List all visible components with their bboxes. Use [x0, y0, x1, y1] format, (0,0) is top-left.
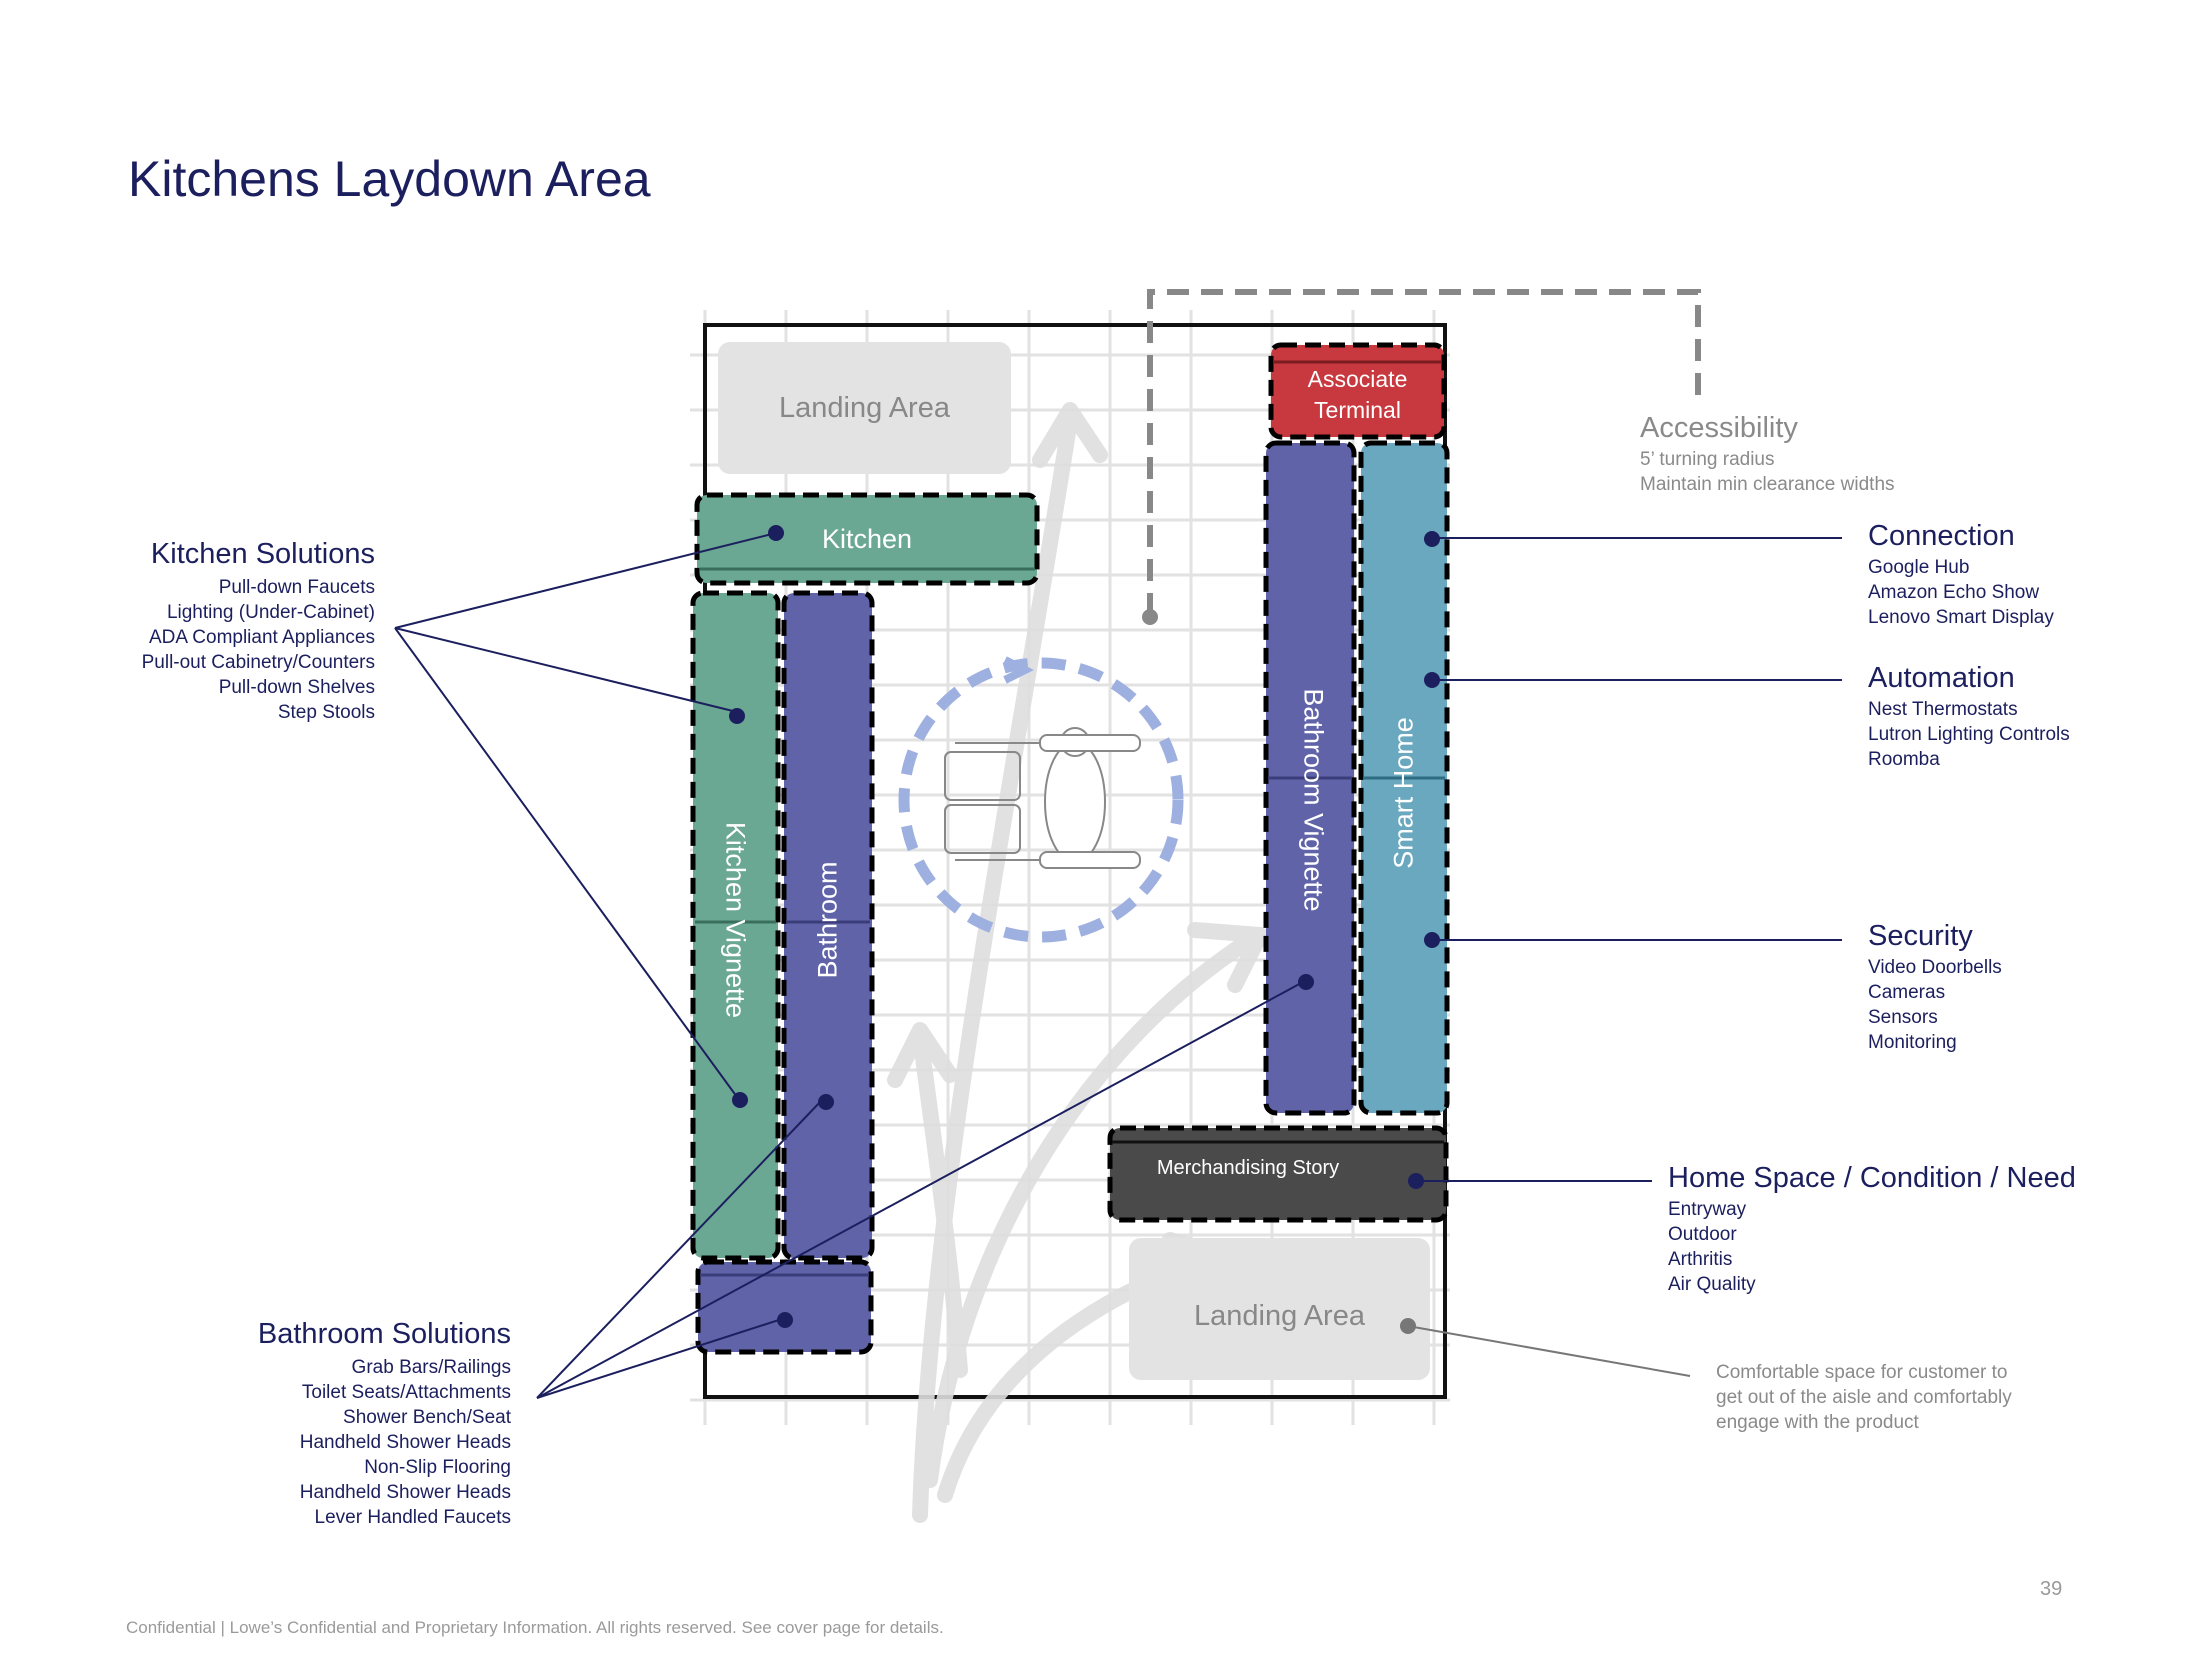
landing-note-line: Comfortable space for customer to: [1716, 1362, 2008, 1383]
accessibility-callout: Accessibility 5’ turning radius Maintain…: [1640, 412, 1895, 497]
dot-merchandising: [1408, 1173, 1424, 1189]
home-space-item: Entryway: [1668, 1199, 1747, 1220]
bathroom-solution-item: Handheld Shower Heads: [299, 1432, 511, 1453]
bathroom-solution-item: Lever Handled Faucets: [314, 1507, 511, 1528]
home-space-item: Outdoor: [1668, 1224, 1737, 1245]
kitchen-solutions-callout: Kitchen Solutions Pull-down Faucets Ligh…: [120, 538, 375, 725]
bathroom-solution-item: Non-Slip Flooring: [364, 1457, 511, 1478]
connection-item: Amazon Echo Show: [1868, 582, 2040, 603]
landing-note-callout: Comfortable space for customer to get ou…: [1716, 1360, 2012, 1435]
kitchen-solution-item: Step Stools: [277, 702, 375, 723]
automation-title: Automation: [1868, 662, 2015, 694]
security-item: Cameras: [1868, 982, 1946, 1003]
kitchen-zone: [694, 492, 1040, 586]
dot-kitchen: [768, 525, 784, 541]
home-space-item: Arthritis: [1668, 1249, 1733, 1270]
security-item: Video Doorbells: [1868, 957, 2002, 978]
kitchen-solution-item: ADA Compliant Appliances: [148, 627, 375, 648]
page-title: Kitchens Laydown Area: [128, 151, 651, 207]
merchandising-story-label: Merchandising Story: [1156, 1157, 1340, 1179]
kitchen-solution-item: Pull-down Faucets: [218, 577, 375, 598]
landing-area-top: [718, 342, 1011, 474]
landing-note-line: get out of the aisle and comfortably: [1716, 1387, 2012, 1408]
security-item: Sensors: [1868, 1007, 1938, 1028]
landing-area-bottom-label: Landing Area: [1194, 1300, 1365, 1332]
kitchen-solution-item: Pull-out Cabinetry/Counters: [141, 652, 375, 673]
kitchen-label: Kitchen: [821, 524, 913, 554]
automation-callout: Automation Nest Thermostats Lutron Light…: [1868, 662, 2070, 772]
confidential-footer: Confidential | Lowe’s Confidential and P…: [126, 1618, 944, 1637]
bathroom-solution-item: Toilet Seats/Attachments: [301, 1382, 511, 1403]
dot-kitchen-vignette-lower: [732, 1092, 748, 1108]
automation-item: Nest Thermostats: [1868, 699, 2018, 720]
kitchen-solution-item: Lighting (Under-Cabinet): [166, 602, 375, 623]
home-space-item: Air Quality: [1668, 1274, 1756, 1295]
kitchen-solution-item: Pull-down Shelves: [218, 677, 375, 698]
accessibility-title: Accessibility: [1640, 412, 1798, 444]
security-callout: Security Video Doorbells Cameras Sensors…: [1868, 920, 2002, 1055]
home-space-callout: Home Space / Condition / Need Entryway O…: [1668, 1162, 2076, 1297]
associate-terminal-zone: [1268, 342, 1447, 440]
accessibility-path: [1147, 289, 1701, 615]
dot-bathroom-base: [777, 1312, 793, 1328]
automation-item: Roomba: [1868, 749, 1940, 770]
associate-terminal-label: Associate Terminal: [1271, 364, 1444, 426]
dot-bathroom: [818, 1094, 834, 1110]
dot-landing-bottom: [1400, 1318, 1416, 1334]
accessibility-item: Maintain min clearance widths: [1640, 474, 1895, 495]
security-item: Monitoring: [1868, 1032, 1957, 1053]
connection-item: Google Hub: [1868, 557, 1970, 578]
bathroom-solution-item: Handheld Shower Heads: [299, 1482, 511, 1503]
kitchen-solutions-title: Kitchen Solutions: [150, 538, 375, 570]
dot-kitchen-vignette-upper: [729, 708, 745, 724]
connection-callout: Connection Google Hub Amazon Echo Show L…: [1868, 520, 2054, 630]
bathroom-solutions-title: Bathroom Solutions: [257, 1318, 511, 1350]
bathroom-zone: [781, 590, 875, 1261]
home-space-title: Home Space / Condition / Need: [1668, 1162, 2076, 1194]
associate-terminal-line2: Terminal: [1314, 397, 1401, 423]
turning-direction-arrow: [1003, 656, 1034, 684]
dot-security: [1424, 932, 1440, 948]
landing-note-line: engage with the product: [1716, 1412, 1919, 1433]
bathroom-solutions-callout: Bathroom Solutions Grab Bars/Railings To…: [230, 1318, 511, 1530]
automation-item: Lutron Lighting Controls: [1868, 724, 2070, 745]
bathroom-base-zone: [695, 1259, 874, 1355]
page-number: 39: [2040, 1578, 2063, 1600]
dot-connection: [1424, 531, 1440, 547]
associate-terminal-line1: Associate: [1307, 366, 1408, 392]
security-title: Security: [1868, 920, 1973, 952]
kitchen-vignette-zone: [690, 590, 781, 1261]
merchandising-story-zone: [1107, 1125, 1449, 1223]
wheelchair-icon: [944, 727, 1141, 869]
connection-title: Connection: [1868, 520, 2015, 552]
landing-area-top-label: Landing Area: [779, 392, 950, 424]
turning-radius-circle: [898, 657, 1184, 943]
landing-area-bottom: [1129, 1238, 1430, 1380]
accessibility-anchor-dot: [1142, 609, 1158, 625]
accessibility-item: 5’ turning radius: [1640, 449, 1775, 470]
bathroom-solution-item: Shower Bench/Seat: [343, 1407, 511, 1428]
bathroom-solution-item: Grab Bars/Railings: [351, 1357, 511, 1378]
connection-item: Lenovo Smart Display: [1868, 607, 2054, 628]
dot-automation: [1424, 672, 1440, 688]
dot-bathroom-vignette: [1298, 974, 1314, 990]
